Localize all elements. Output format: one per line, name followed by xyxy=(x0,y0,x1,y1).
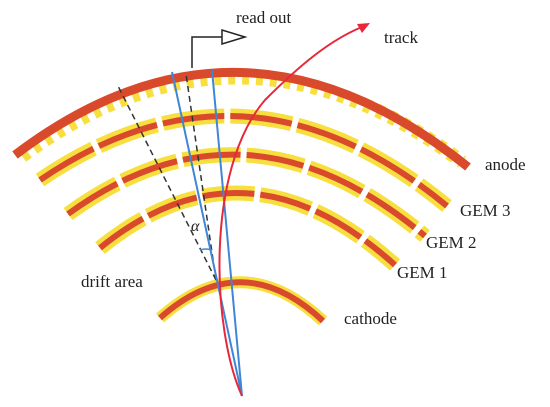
track-arrowhead-icon xyxy=(357,23,370,33)
anode-label: anode xyxy=(485,155,526,174)
anode-foil xyxy=(17,70,467,168)
gem1-foil xyxy=(95,185,401,271)
anode-electrode xyxy=(12,68,471,171)
blue-line-left xyxy=(171,71,243,397)
readout-connector xyxy=(191,28,248,68)
cathode-electrode xyxy=(156,276,328,326)
dashed-line-left xyxy=(117,85,217,281)
alpha-angle-arc xyxy=(199,248,213,251)
particle-track xyxy=(218,26,363,397)
gem2-foil xyxy=(63,147,430,242)
gem1-label: GEM 1 xyxy=(397,263,448,282)
gem3-label: GEM 3 xyxy=(460,201,511,220)
dashed-line-right xyxy=(185,73,217,281)
gem3-foil xyxy=(35,108,452,212)
arrow-right-icon xyxy=(221,28,248,46)
drift-area-label: drift area xyxy=(81,272,143,291)
gem2-label: GEM 2 xyxy=(426,233,477,252)
alpha-label: α xyxy=(191,218,200,235)
readout-label: read out xyxy=(236,8,292,27)
track-label: track xyxy=(384,28,418,47)
blue-line-right xyxy=(211,69,243,397)
anode-arc xyxy=(12,68,471,171)
cathode-label: cathode xyxy=(344,309,397,328)
